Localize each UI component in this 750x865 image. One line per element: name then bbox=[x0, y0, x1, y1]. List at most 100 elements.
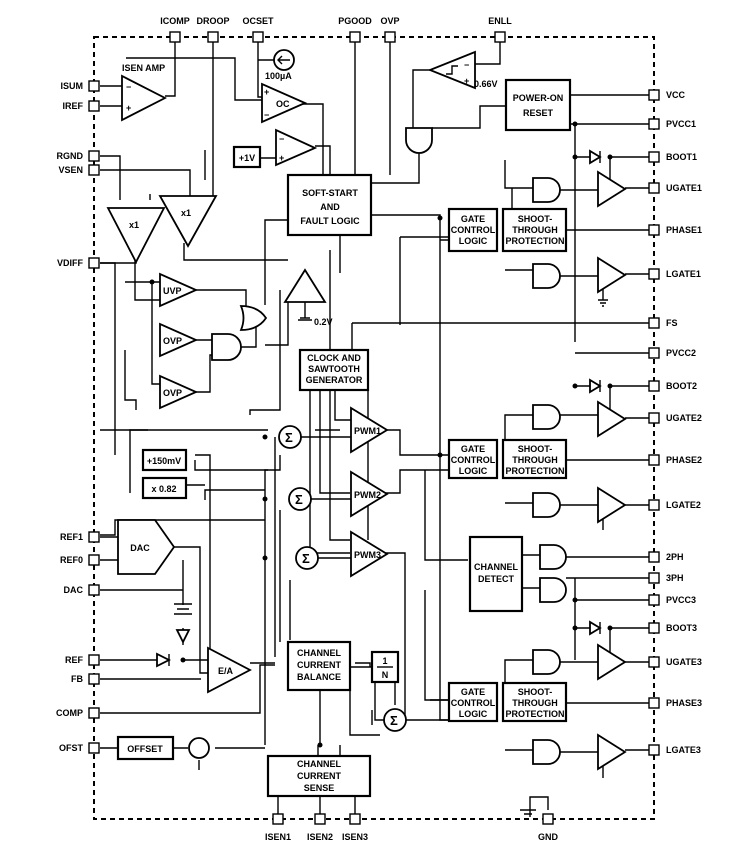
pin-boot3-pad bbox=[648, 622, 660, 634]
plus-1v-label: +1V bbox=[239, 153, 255, 163]
lgate3-and-gate bbox=[532, 739, 561, 765]
3ph-and-gate bbox=[539, 577, 567, 603]
pin-pvcc3-pad bbox=[648, 594, 660, 606]
pin-boot2-pad bbox=[648, 380, 660, 392]
pin-ugate3-label: UGATE3 bbox=[666, 657, 702, 667]
pwm3-comparator bbox=[350, 530, 389, 578]
pin-ref1-label: REF1 bbox=[60, 532, 83, 542]
pin-pvcc1-pad bbox=[648, 118, 660, 130]
gcl2-line1: GATE bbox=[461, 444, 485, 454]
power-on-reset-block bbox=[504, 78, 572, 132]
hysteresis-icon bbox=[446, 65, 458, 75]
pin-enll-pad bbox=[494, 31, 506, 43]
ccb-line2: CURRENT bbox=[297, 660, 342, 670]
enable-and-gate bbox=[405, 127, 433, 154]
boot1-diode-icon bbox=[589, 149, 602, 165]
pin-vcc-label: VCC bbox=[666, 90, 686, 100]
pin-ref0-label: REF0 bbox=[60, 555, 83, 565]
pin-boot2-label: BOOT2 bbox=[666, 381, 697, 391]
pin-gnd-pad bbox=[542, 813, 554, 825]
pin-isen3-label: ISEN3 bbox=[342, 832, 368, 842]
buffer2-label: x1 bbox=[181, 208, 191, 218]
ref-diode-icon bbox=[156, 652, 172, 668]
lgate2-driver bbox=[597, 486, 627, 524]
oc-comparator bbox=[261, 82, 308, 124]
dac-label: DAC bbox=[130, 543, 150, 553]
gcl3-line1: GATE bbox=[461, 687, 485, 697]
channel-current-sense bbox=[266, 754, 372, 798]
pin-lgate1-label: LGATE1 bbox=[666, 269, 701, 279]
pin-isen1-pad bbox=[272, 813, 284, 825]
pin-boot1-label: BOOT1 bbox=[666, 152, 697, 162]
pin-isen1-label: ISEN1 bbox=[265, 832, 291, 842]
pwm1-comparator bbox=[350, 406, 389, 454]
gcl3-line3: LOGIC bbox=[459, 709, 488, 719]
oc-minus: − bbox=[264, 110, 269, 120]
ugate3-and-gate bbox=[532, 649, 561, 675]
junction-dots bbox=[149, 121, 613, 748]
gcl3-line2: CONTROL bbox=[451, 698, 496, 708]
isen-amp-minus: − bbox=[126, 82, 131, 92]
stp1-line3: PROTECTION bbox=[505, 236, 564, 246]
gate-control-logic-2 bbox=[447, 438, 499, 480]
pin-boot3-label: BOOT3 bbox=[666, 623, 697, 633]
buffer1-label: x1 bbox=[129, 220, 139, 230]
dac-block bbox=[117, 519, 176, 575]
pin-isen2-pad bbox=[314, 813, 326, 825]
plus-1v-source bbox=[232, 145, 262, 169]
pin-ugate1-label: UGATE1 bbox=[666, 183, 702, 193]
pin-isen3-pad bbox=[349, 813, 361, 825]
pin-pvcc2-label: PVCC2 bbox=[666, 348, 696, 358]
clamp-diode-icon bbox=[175, 629, 191, 645]
pin-vsen-pad bbox=[88, 164, 100, 176]
gcl2-line3: LOGIC bbox=[459, 466, 488, 476]
pin-pgood-label: PGOOD bbox=[338, 16, 372, 26]
ccs-line1: CHANNEL bbox=[297, 759, 342, 769]
gcl1-line2: CONTROL bbox=[451, 225, 496, 235]
shoot-through-protection-2 bbox=[501, 438, 568, 480]
pin-enll-label: ENLL bbox=[488, 16, 512, 26]
sum-junction-1-icon bbox=[278, 425, 302, 449]
uvp-label: UVP bbox=[163, 286, 182, 296]
stp2-line1: SHOOT- bbox=[518, 444, 553, 454]
ccb-line3: BALANCE bbox=[297, 672, 341, 682]
pin-gnd-label: GND bbox=[538, 832, 559, 842]
shoot-through-protection-1 bbox=[501, 207, 568, 253]
sum-junction-4-symbol: Σ bbox=[390, 713, 398, 728]
clock-line1: CLOCK AND bbox=[307, 353, 361, 363]
isen-amp-plus: + bbox=[126, 103, 131, 113]
channel-current-balance bbox=[286, 640, 352, 692]
pin-pvcc1-label: PVCC1 bbox=[666, 119, 696, 129]
pin-ocset-label: OCSET bbox=[242, 16, 274, 26]
stp1-line1: SHOOT- bbox=[518, 214, 553, 224]
pin-fb-label: FB bbox=[71, 674, 83, 684]
vsen-buffer bbox=[158, 195, 218, 248]
gcl1-line3: LOGIC bbox=[459, 236, 488, 246]
pin-rgnd-pad bbox=[88, 150, 100, 162]
pin-pgood-pad bbox=[349, 31, 361, 43]
ov-comparator-plus: + bbox=[279, 153, 284, 163]
ground-icon bbox=[598, 299, 608, 307]
pin-vdiff-label: VDIFF bbox=[57, 258, 84, 268]
one-over-n-numerator: 1 bbox=[382, 656, 387, 666]
pin-ref1-pad bbox=[88, 531, 100, 543]
current-arrow-icon bbox=[277, 55, 290, 65]
ugate3-driver bbox=[597, 643, 627, 681]
pin-phase3-label: PHASE3 bbox=[666, 698, 702, 708]
gcl1-line1: GATE bbox=[461, 214, 485, 224]
ugate2-driver bbox=[597, 400, 627, 438]
pin-vdiff-pad bbox=[88, 257, 100, 269]
por-line1: POWER-ON bbox=[513, 93, 564, 103]
pin-isum-label: ISUM bbox=[61, 81, 84, 91]
plus-150mv-block bbox=[141, 448, 188, 472]
ovp-comparator-1 bbox=[159, 322, 199, 358]
gcl2-line2: CONTROL bbox=[451, 455, 496, 465]
pin-vsen-label: VSEN bbox=[58, 165, 83, 175]
ref-02v-source-icon bbox=[298, 317, 312, 321]
isen-amp-label: ISEN AMP bbox=[122, 63, 165, 73]
offset-label: OFFSET bbox=[127, 744, 163, 754]
ref-066-label: 0.66V bbox=[474, 79, 498, 89]
pin-droop-pad bbox=[207, 31, 219, 43]
pwm1-label: PWM1 bbox=[354, 426, 381, 436]
